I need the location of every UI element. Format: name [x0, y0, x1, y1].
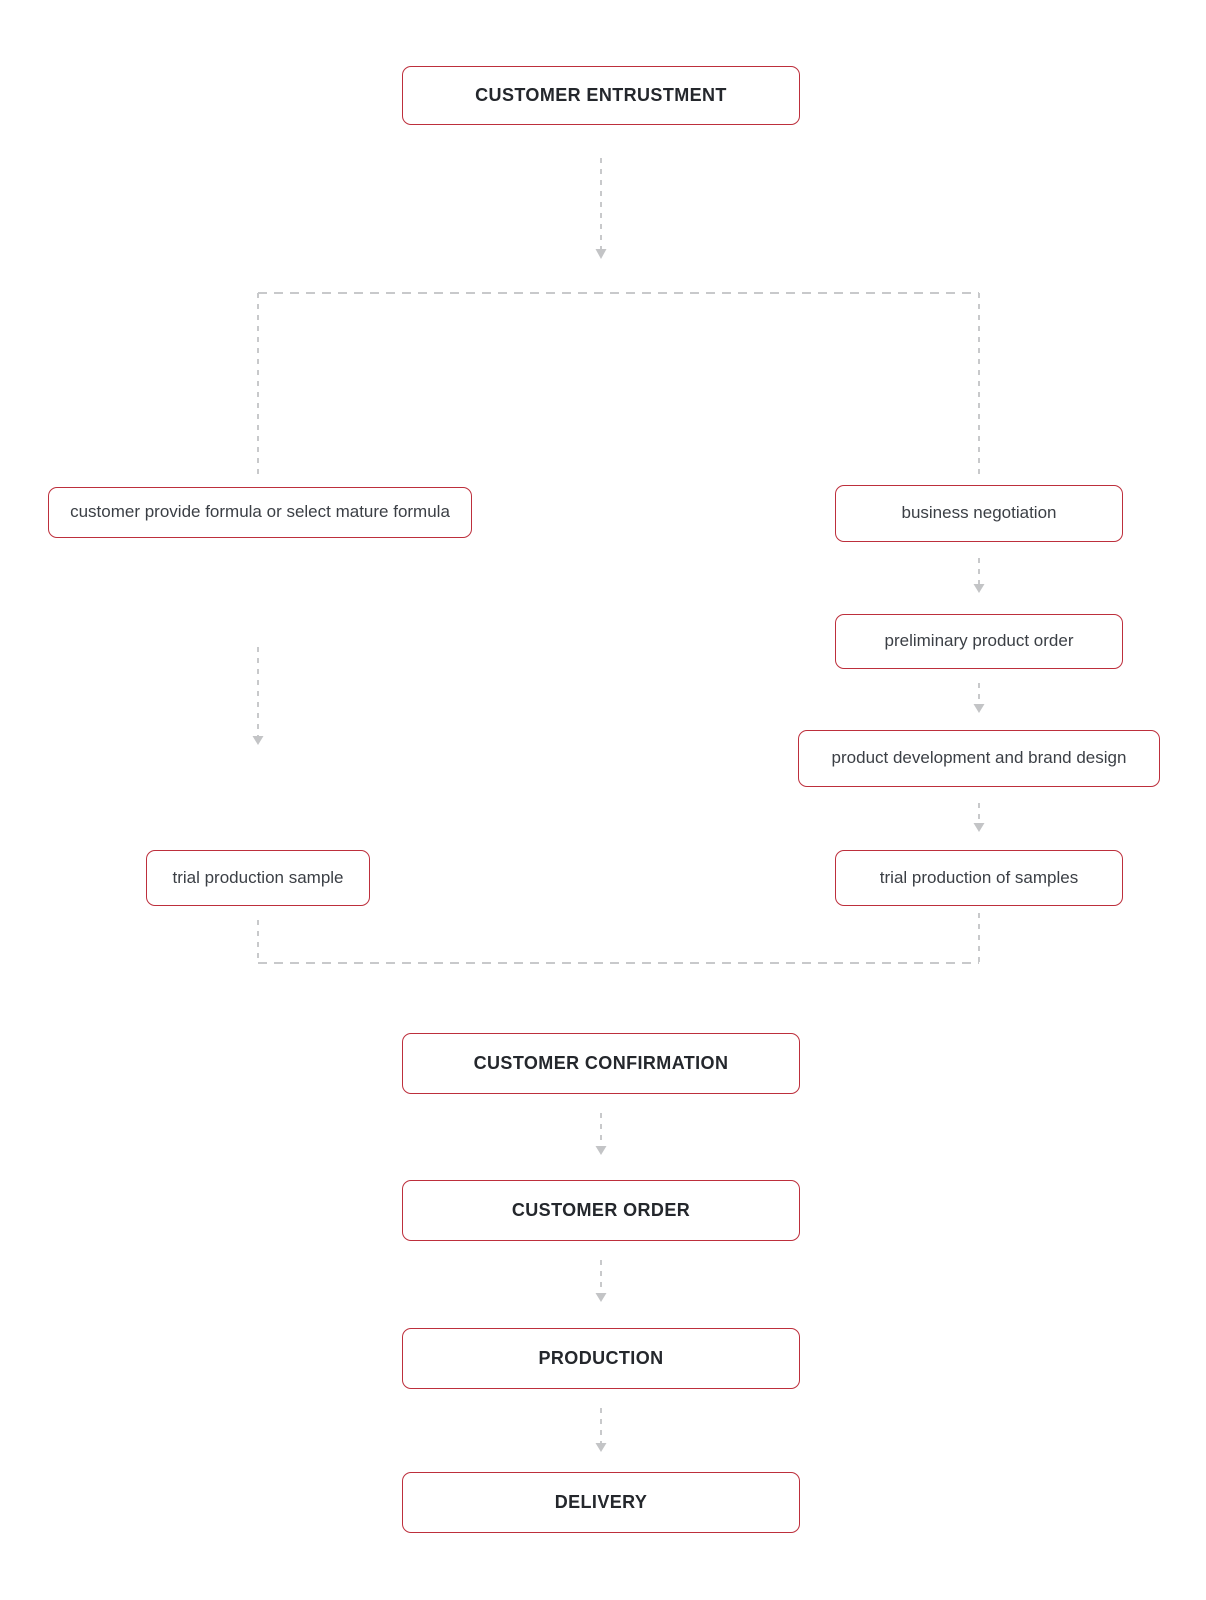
- connector-production-to-delivery: [595, 1408, 607, 1452]
- node-preliminary-product-order: preliminary product order: [835, 614, 1123, 669]
- connector-preliminary-to-proddev: [973, 683, 985, 713]
- node-product-development-brand-design: product development and brand design: [798, 730, 1160, 787]
- connector-order-to-production: [595, 1260, 607, 1302]
- connector-entrustment-down: [595, 158, 607, 259]
- node-customer-confirmation: CUSTOMER CONFIRMATION: [402, 1033, 800, 1094]
- node-trial-production-of-samples: trial production of samples: [835, 850, 1123, 906]
- connector-proddev-to-trial: [973, 803, 985, 832]
- node-delivery: DELIVERY: [402, 1472, 800, 1533]
- connector-formula-to-trial: [252, 647, 264, 745]
- node-customer-order: CUSTOMER ORDER: [402, 1180, 800, 1241]
- node-trial-production-sample: trial production sample: [146, 850, 370, 906]
- node-customer-entrustment: CUSTOMER ENTRUSTMENT: [402, 66, 800, 125]
- connector-split-bar: [257, 292, 980, 478]
- node-business-negotiation: business negotiation: [835, 485, 1123, 542]
- connector-negotiation-to-preliminary: [973, 558, 985, 593]
- node-production: PRODUCTION: [402, 1328, 800, 1389]
- connector-confirmation-to-order: [595, 1113, 607, 1155]
- node-customer-provide-formula: customer provide formula or select matur…: [48, 487, 472, 538]
- connector-merge-bar: [257, 913, 980, 964]
